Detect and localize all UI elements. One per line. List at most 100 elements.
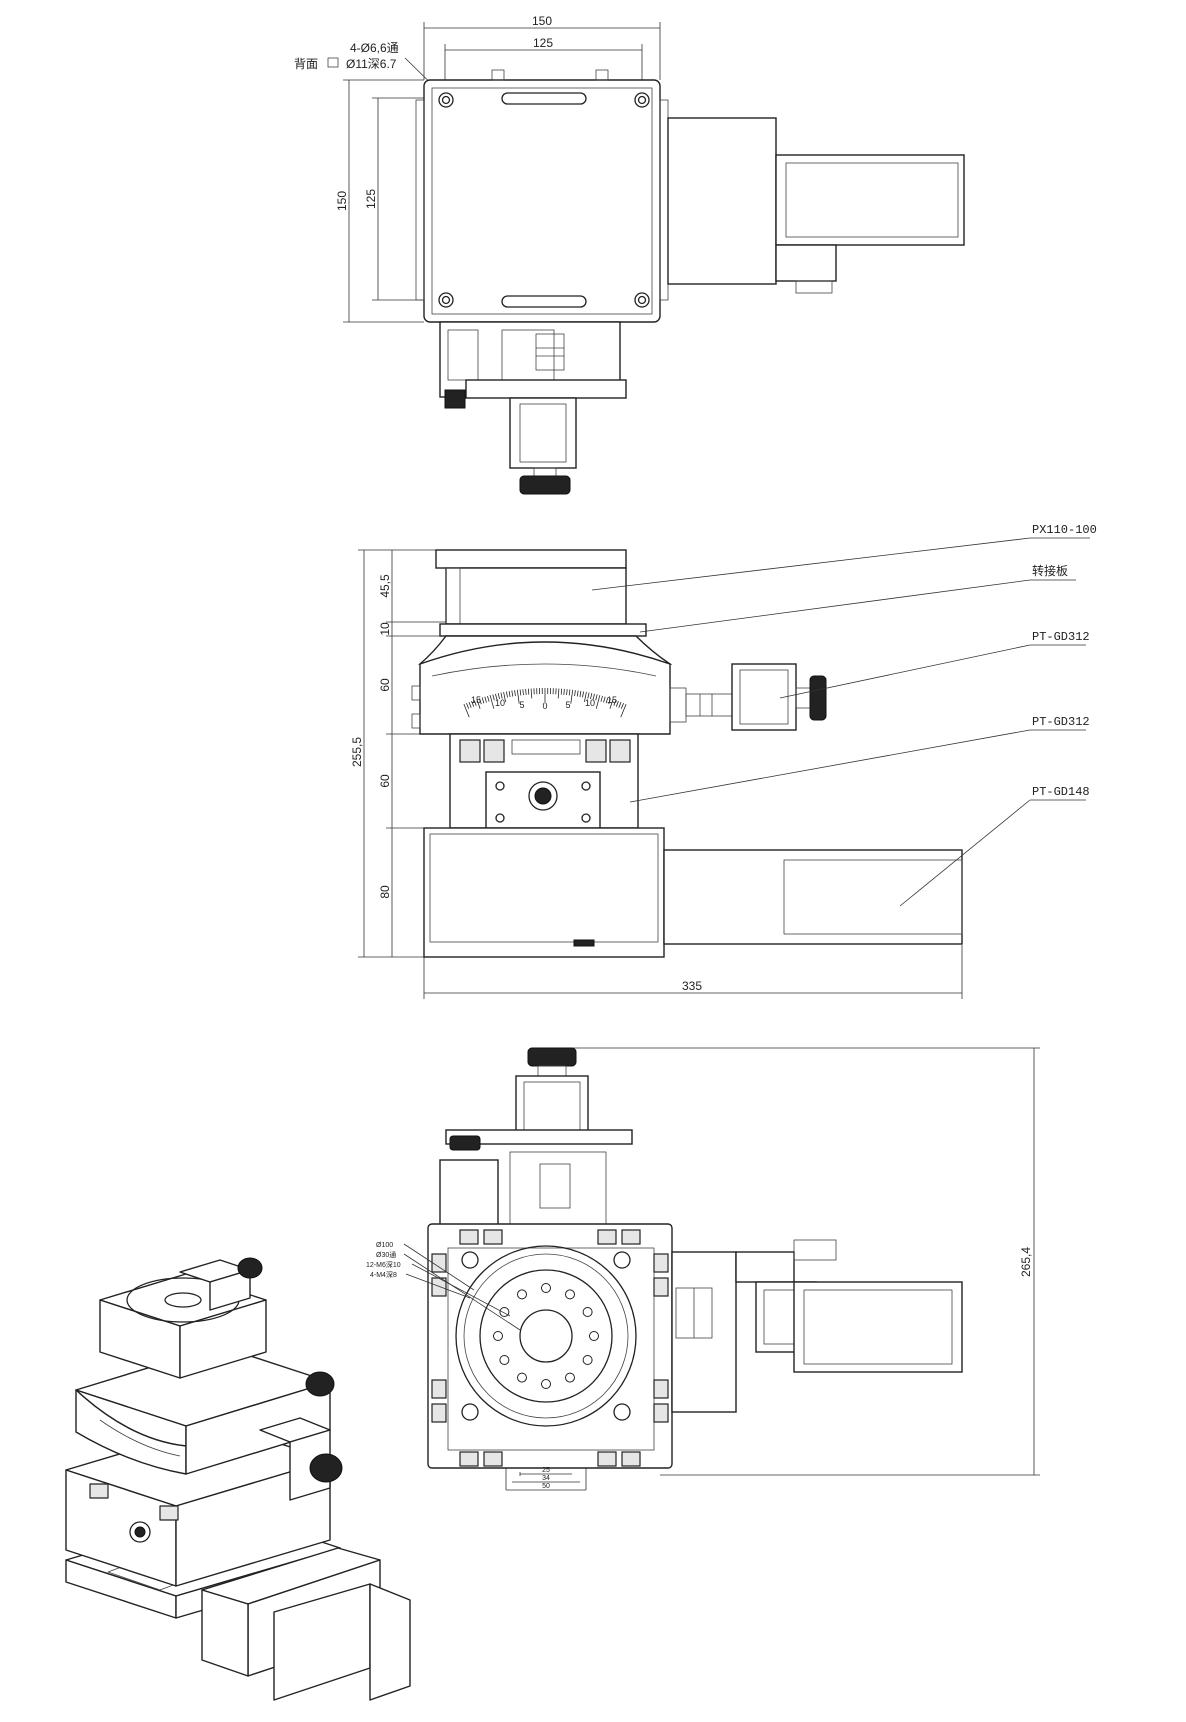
counterbore-symbol bbox=[327, 57, 339, 68]
scale-label: 5 bbox=[519, 700, 524, 710]
dim-45-5: 45,5 bbox=[378, 574, 392, 598]
scale-label: 10 bbox=[495, 698, 505, 708]
rotary-top-cap bbox=[435, 549, 627, 569]
scale-tick bbox=[579, 691, 582, 698]
bolt-hole bbox=[565, 1372, 575, 1383]
scale-tick bbox=[466, 702, 470, 709]
bolt-hole bbox=[589, 1331, 599, 1341]
connector-box bbox=[735, 1251, 795, 1283]
scale-tick bbox=[463, 703, 470, 718]
stage-inner bbox=[447, 1247, 655, 1451]
scale-tick bbox=[570, 689, 574, 704]
dim-50: 50 bbox=[542, 1483, 550, 1490]
callout-label: PT-GD148 bbox=[1032, 785, 1090, 799]
base-motor-top bbox=[793, 1281, 963, 1373]
adjuster-blocks bbox=[431, 1229, 669, 1467]
tab bbox=[595, 69, 609, 81]
scale-tick bbox=[618, 701, 622, 708]
motor-body bbox=[775, 154, 965, 246]
scale-tick bbox=[620, 703, 627, 718]
callout-gd312-upper: PT-GD312 bbox=[779, 630, 1090, 699]
scale-tick bbox=[574, 690, 576, 697]
scale-tick bbox=[587, 692, 590, 699]
handwheel-knob bbox=[809, 675, 827, 721]
lock-knob bbox=[449, 1135, 481, 1151]
shaft bbox=[533, 467, 557, 477]
fine-adjuster bbox=[459, 739, 481, 763]
rotary-outer-ring bbox=[455, 1245, 637, 1427]
scale-tick bbox=[557, 688, 560, 699]
scale-label: 15 bbox=[471, 695, 481, 705]
scale-tick bbox=[582, 691, 584, 698]
callout-gd312-lower: PT-GD312 bbox=[629, 715, 1090, 803]
hole-label: 12-M6深10 bbox=[366, 1260, 401, 1269]
scale-tick bbox=[522, 689, 524, 696]
scale-tick bbox=[503, 692, 506, 702]
scale-tick bbox=[492, 694, 495, 701]
scale-tick bbox=[484, 696, 487, 703]
bolt-hole bbox=[499, 1355, 510, 1365]
scale-tick bbox=[525, 688, 527, 695]
dim-125-left: 125 bbox=[364, 189, 378, 209]
side-motor-housing bbox=[671, 1251, 737, 1413]
scale-label: 15 bbox=[607, 695, 617, 705]
center-bore bbox=[519, 1309, 573, 1363]
scale-tick bbox=[563, 688, 565, 695]
corner-holes bbox=[438, 92, 650, 308]
bolt-hole bbox=[582, 1307, 593, 1317]
scale-tick bbox=[514, 690, 516, 697]
rotary-table bbox=[479, 1269, 613, 1403]
dim-125-top: 125 bbox=[533, 36, 553, 50]
scale-tick bbox=[500, 692, 503, 699]
dim-60-lower: 60 bbox=[378, 774, 392, 788]
scale-label: 5 bbox=[565, 700, 570, 710]
hole-label: Ø30通 bbox=[376, 1250, 396, 1259]
scale-tick bbox=[495, 693, 498, 700]
bolt-hole bbox=[517, 1289, 527, 1300]
scale-tick bbox=[600, 695, 603, 702]
fine-adjuster bbox=[609, 739, 631, 763]
hole-label: 4-M4深8 bbox=[370, 1270, 397, 1279]
scale-tick bbox=[487, 695, 490, 702]
hole-note-line2: Ø11深6.7 bbox=[346, 57, 397, 71]
bracket-base bbox=[465, 379, 627, 399]
hole-note-line1: 4-Ø6,6通 bbox=[350, 41, 399, 55]
top-view: 150 125 4-Ø6,6通 背面 Ø11深6.7 150 125 bbox=[294, 14, 965, 495]
connector bbox=[795, 280, 833, 294]
motor-inner bbox=[519, 403, 567, 463]
side-rail bbox=[659, 99, 669, 301]
scale-tick bbox=[481, 697, 485, 704]
bolt-hole bbox=[493, 1331, 503, 1341]
scale-tick bbox=[476, 699, 481, 709]
stage-top-plate bbox=[423, 79, 661, 323]
fine-adjuster bbox=[483, 739, 505, 763]
coupling bbox=[535, 333, 565, 371]
stage-inner-outline bbox=[431, 87, 653, 315]
handwheel-knob bbox=[519, 475, 571, 495]
bolt-hole bbox=[565, 1289, 575, 1300]
scale-tick bbox=[479, 698, 482, 705]
motor-inner bbox=[785, 162, 959, 238]
scale-tick bbox=[516, 689, 520, 704]
motor-housing bbox=[667, 117, 777, 285]
scale-label: 10 bbox=[585, 698, 595, 708]
bottom-view: 265,4 bbox=[366, 1047, 1040, 1491]
scale-tick bbox=[608, 698, 611, 705]
scale-label: 0 bbox=[542, 701, 547, 711]
scale-tick bbox=[590, 693, 593, 700]
hole-note-prefix: 背面 bbox=[294, 57, 318, 71]
callout-label: 转接板 bbox=[1032, 563, 1068, 578]
rotary-stage bbox=[445, 567, 627, 625]
gear-housing bbox=[669, 687, 687, 723]
bracket-block bbox=[447, 329, 479, 381]
coupling bbox=[539, 1163, 571, 1209]
mount-slot bbox=[501, 295, 587, 308]
scale-tick bbox=[592, 693, 595, 700]
scale-tick bbox=[568, 689, 571, 696]
linear-stage-base bbox=[423, 827, 665, 958]
angle-scale-ticks bbox=[463, 687, 627, 718]
bolt-hole bbox=[541, 1283, 551, 1293]
scale-tick bbox=[508, 691, 511, 698]
handwheel-motor bbox=[509, 397, 577, 469]
scale-tick bbox=[605, 697, 609, 704]
